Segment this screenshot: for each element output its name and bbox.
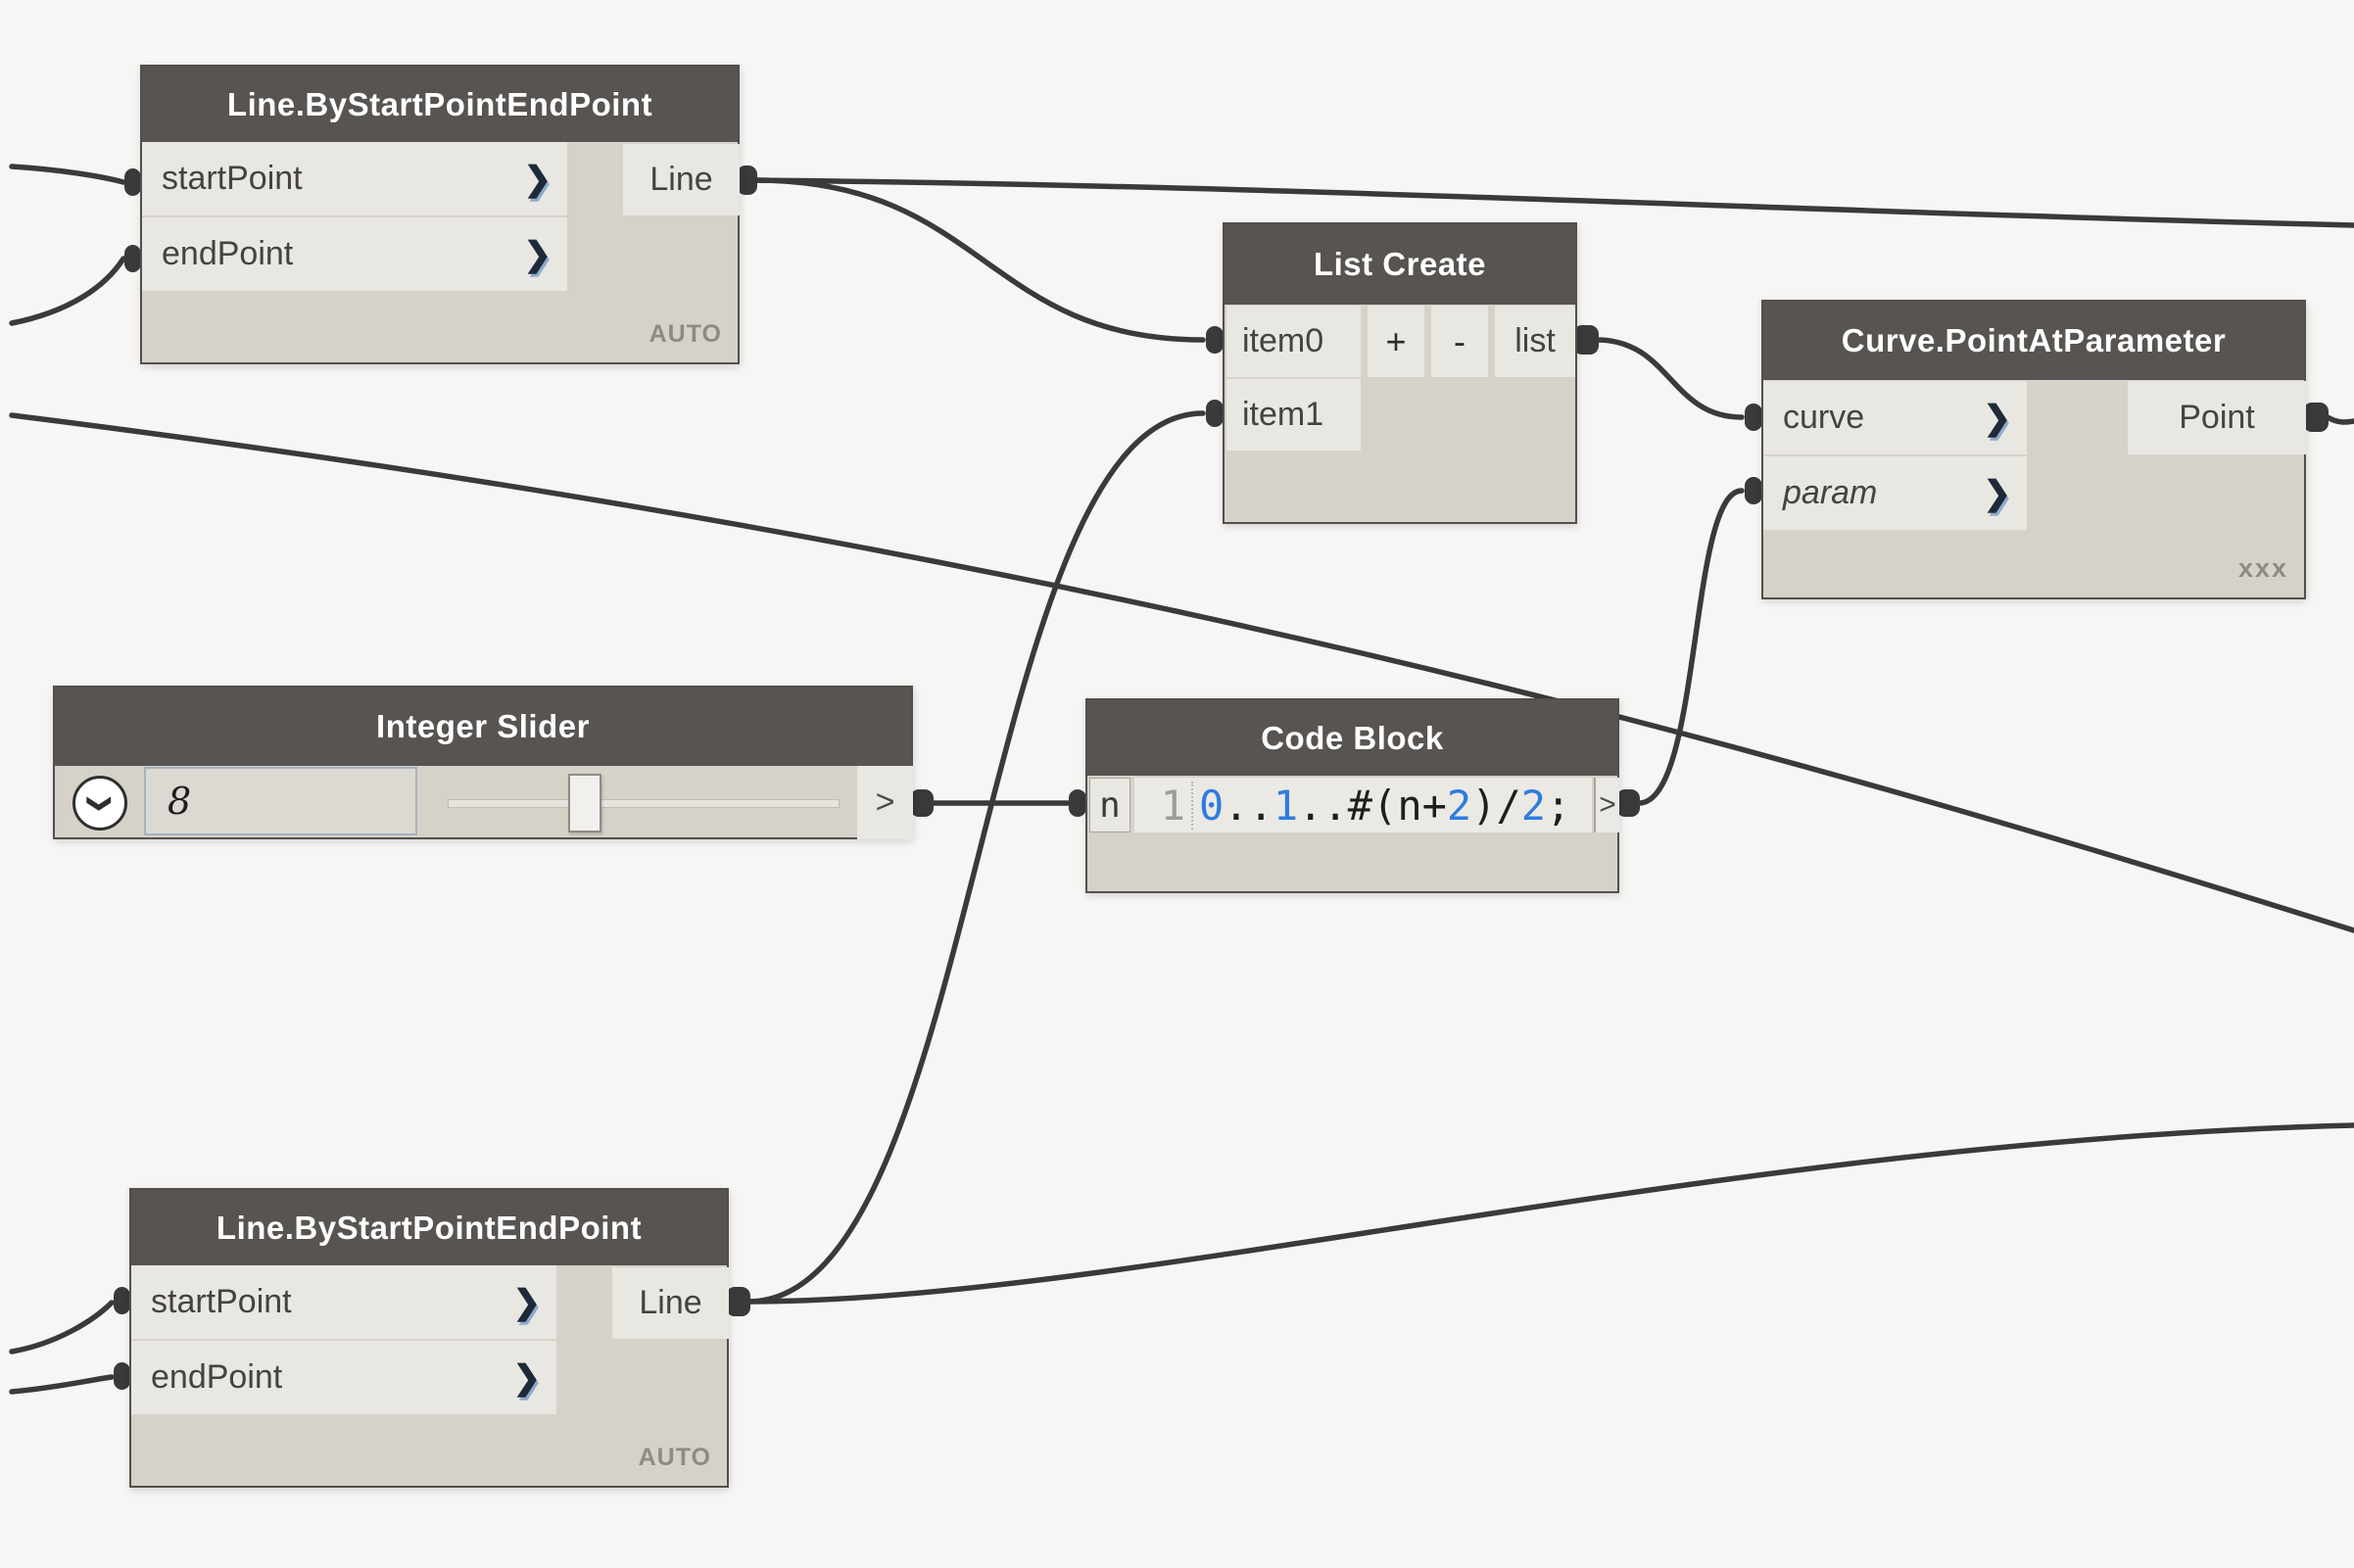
port-label: list — [1514, 322, 1556, 359]
input-port-curve[interactable]: curve ❯ — [1763, 381, 2027, 454]
slider-value-field[interactable]: 8 — [144, 767, 417, 835]
node-title-bar[interactable]: Line.ByStartPointEndPoint — [142, 67, 738, 142]
input-port-endpoint[interactable]: endPoint ❯ — [142, 217, 567, 291]
slider-track[interactable] — [448, 799, 840, 808]
input-port-endpoint[interactable]: endPoint ❯ — [131, 1341, 556, 1414]
default-value-chevron-icon: ❯ — [523, 235, 552, 273]
port-label: item1 — [1242, 396, 1324, 433]
output-port-slider[interactable]: > — [857, 766, 913, 839]
port-label: item0 — [1242, 322, 1324, 359]
node-title: Integer Slider — [376, 708, 590, 744]
lacing-badge[interactable]: AUTO — [638, 1444, 711, 1471]
node-title-bar[interactable]: Line.ByStartPointEndPoint — [131, 1190, 727, 1265]
default-value-chevron-icon: ❯ — [512, 1283, 542, 1321]
code-text[interactable]: 0..1..#(n+2)/2; — [1191, 781, 1570, 830]
wire-line1-to-item0[interactable] — [752, 177, 1206, 343]
node-curve-pointatparameter[interactable]: Curve.PointAtParameter curve ❯ param ❯ P… — [1761, 300, 2306, 599]
node-title: List Create — [1313, 246, 1487, 282]
default-value-chevron-icon: ❯ — [512, 1358, 542, 1397]
output-port-line[interactable]: Line — [612, 1267, 729, 1339]
wire-offleft-to-line2-startpoint[interactable] — [9, 1300, 115, 1354]
code-line-number: 1 — [1160, 781, 1185, 830]
wire-offleft-to-line1-endpoint[interactable] — [9, 256, 126, 326]
port-label: n — [1099, 784, 1121, 826]
wire-codeblock-to-param[interactable] — [1636, 488, 1745, 806]
port-label: curve — [1783, 399, 1865, 436]
default-value-chevron-icon: ❯ — [1983, 399, 2012, 437]
default-value-chevron-icon: ❯ — [1983, 474, 2012, 512]
port-nub-line2-output[interactable] — [726, 1287, 750, 1316]
port-nub-line1-output[interactable] — [737, 166, 757, 195]
node-title-bar[interactable]: Curve.PointAtParameter — [1763, 302, 2304, 380]
input-port-startpoint[interactable]: startPoint ❯ — [142, 142, 567, 215]
node-title: Line.ByStartPointEndPoint — [216, 1209, 643, 1246]
output-port-codeblock[interactable]: > — [1594, 778, 1619, 832]
output-port-point[interactable]: Point — [2128, 381, 2306, 454]
node-title: Line.ByStartPointEndPoint — [226, 85, 653, 122]
wire-offleft-to-line2-endpoint[interactable] — [9, 1374, 115, 1395]
wire-line2-to-offscreen-right[interactable] — [745, 1122, 2354, 1305]
wire-offleft-to-line1-startpoint[interactable] — [9, 164, 126, 185]
chevron-down-icon: ❯ — [86, 792, 114, 814]
port-label: Line — [639, 1284, 702, 1321]
node-title-bar[interactable]: Integer Slider — [55, 688, 911, 766]
node-title-bar[interactable]: Code Block — [1087, 700, 1617, 776]
node-line-bystartpointendpoint-bottom[interactable]: Line.ByStartPointEndPoint startPoint ❯ e… — [129, 1188, 729, 1488]
node-line-bystartpointendpoint-top[interactable]: Line.ByStartPointEndPoint startPoint ❯ e… — [140, 65, 740, 364]
slider-settings-expander-button[interactable]: ❯ — [72, 776, 127, 831]
default-value-chevron-icon: ❯ — [523, 160, 552, 198]
port-nub-line1-startpoint[interactable] — [124, 168, 141, 196]
node-title: Code Block — [1261, 719, 1444, 756]
code-editor[interactable]: 1 0..1..#(n+2)/2; — [1134, 778, 1592, 832]
input-port-n[interactable]: n — [1089, 778, 1130, 832]
port-label: Point — [2179, 399, 2255, 436]
port-nub-slider-output[interactable] — [910, 789, 934, 817]
wire-offleft-diagonal-passthrough[interactable] — [9, 412, 2354, 933]
port-label: startPoint — [151, 1283, 292, 1320]
port-nub-item1[interactable] — [1206, 400, 1224, 427]
node-title-bar[interactable]: List Create — [1225, 224, 1575, 305]
port-label: endPoint — [151, 1358, 283, 1396]
input-port-param[interactable]: param ❯ — [1763, 456, 2027, 530]
lacing-badge[interactable]: AUTO — [649, 320, 722, 348]
port-nub-codeblock-n[interactable] — [1069, 789, 1086, 817]
wire-point-to-offscreen-right[interactable] — [2325, 414, 2354, 425]
port-nub-list-output[interactable] — [1573, 325, 1599, 355]
node-code-block[interactable]: Code Block n 1 0..1..#(n+2)/2; > — [1085, 698, 1619, 893]
port-label: param — [1783, 474, 1878, 511]
port-nub-line2-startpoint[interactable] — [114, 1287, 130, 1314]
slider-handle[interactable] — [568, 774, 601, 832]
port-label: endPoint — [162, 235, 294, 272]
node-integer-slider[interactable]: Integer Slider ❯ 8 > — [53, 686, 913, 839]
wire-line1-to-offscreen-right[interactable] — [752, 177, 2354, 228]
wire-line2-to-item1[interactable] — [745, 410, 1206, 1305]
input-port-item1[interactable]: item1 — [1226, 379, 1361, 451]
port-nub-codeblock-output[interactable] — [1616, 789, 1640, 817]
port-nub-line1-endpoint[interactable] — [124, 245, 141, 272]
port-nub-line2-endpoint[interactable] — [114, 1362, 130, 1390]
port-nub-item0[interactable] — [1206, 326, 1224, 354]
add-item-button[interactable]: + — [1368, 306, 1424, 377]
input-port-startpoint[interactable]: startPoint ❯ — [131, 1265, 556, 1339]
port-label: Line — [649, 161, 713, 198]
node-title: Curve.PointAtParameter — [1841, 322, 2227, 358]
output-port-line[interactable]: Line — [623, 144, 740, 215]
port-nub-param[interactable] — [1745, 477, 1762, 504]
lacing-badge[interactable]: xxx — [2237, 553, 2288, 583]
wire-list-to-curve[interactable] — [1594, 337, 1745, 420]
remove-item-button[interactable]: - — [1431, 306, 1488, 377]
port-nub-curve[interactable] — [1745, 404, 1762, 431]
output-port-list[interactable]: list — [1495, 306, 1575, 377]
node-list-create[interactable]: List Create item0 + - list item1 — [1223, 222, 1577, 524]
port-label: startPoint — [162, 160, 303, 197]
port-nub-point-output[interactable] — [2303, 403, 2329, 432]
input-port-item0[interactable]: item0 — [1226, 306, 1361, 377]
